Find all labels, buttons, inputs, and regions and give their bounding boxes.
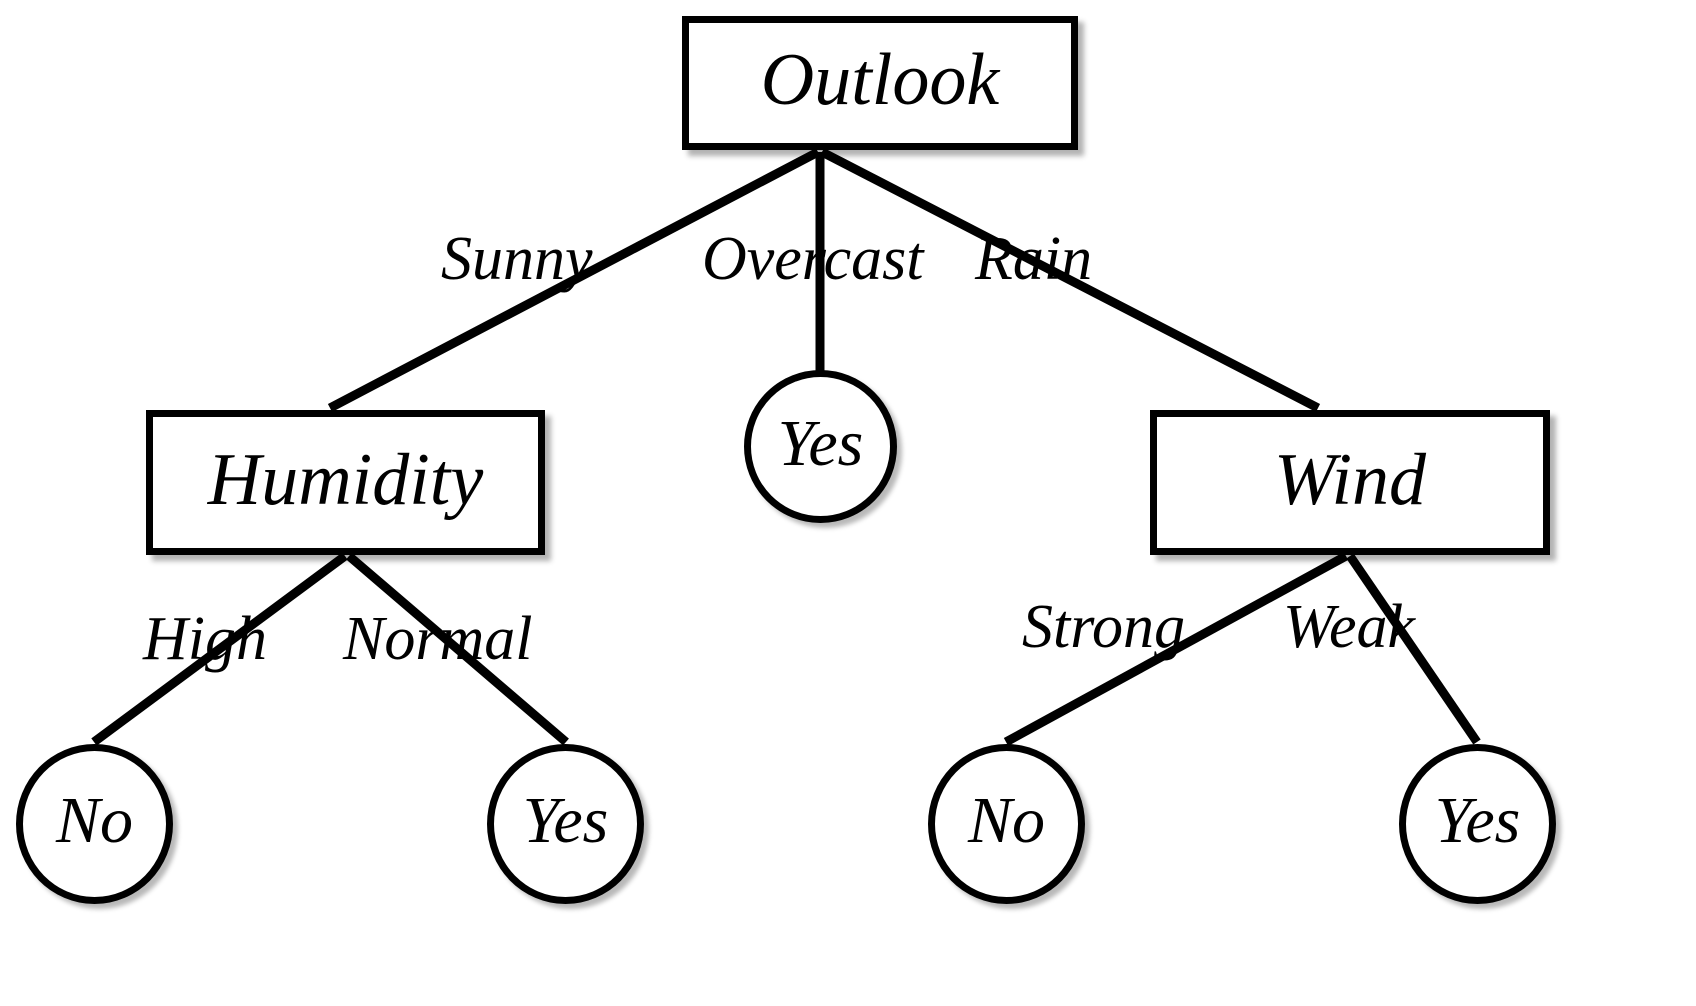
tree-edge-label-sunny: Sunny (441, 225, 593, 293)
tree-edge-sunny (327, 148, 821, 412)
tree-edge-weak (1346, 553, 1481, 745)
tree-node-humidity[interactable]: Humidity (146, 410, 545, 555)
tree-node-label: Yes (777, 406, 864, 480)
tree-edge-label-strong: Strong (1022, 593, 1186, 661)
tree-node-outlook[interactable]: Outlook (682, 16, 1078, 150)
tree-edge-normal (346, 552, 569, 746)
tree-node-label: Yes (1434, 784, 1521, 857)
tree-edge-strong (1003, 552, 1349, 746)
tree-node-label: No (55, 784, 134, 857)
tree-edge-high (91, 552, 348, 746)
tree-node-no-strong[interactable]: No (928, 744, 1085, 904)
tree-node-yes-normal[interactable]: Yes (487, 744, 644, 904)
tree-node-yes-mid[interactable]: Yes (744, 370, 897, 523)
tree-node-label: No (967, 784, 1046, 857)
tree-edge-rain (819, 148, 1321, 412)
tree-node-wind[interactable]: Wind (1150, 410, 1550, 555)
tree-node-yes-weak[interactable]: Yes (1399, 744, 1556, 904)
tree-edge-label-overcast: Overcast (702, 225, 924, 293)
tree-node-label: Outlook (760, 39, 1000, 121)
tree-edge-label-weak: Weak (1283, 593, 1415, 661)
tree-edge-label-high: High (143, 605, 267, 673)
tree-edge-label-normal: Normal (343, 605, 533, 673)
tree-node-label: Yes (522, 784, 609, 857)
tree-node-label: Humidity (207, 438, 484, 521)
tree-node-label: Wind (1273, 438, 1427, 521)
tree-edge-label-rain: Rain (975, 225, 1093, 293)
tree-node-no-high[interactable]: No (16, 744, 173, 904)
